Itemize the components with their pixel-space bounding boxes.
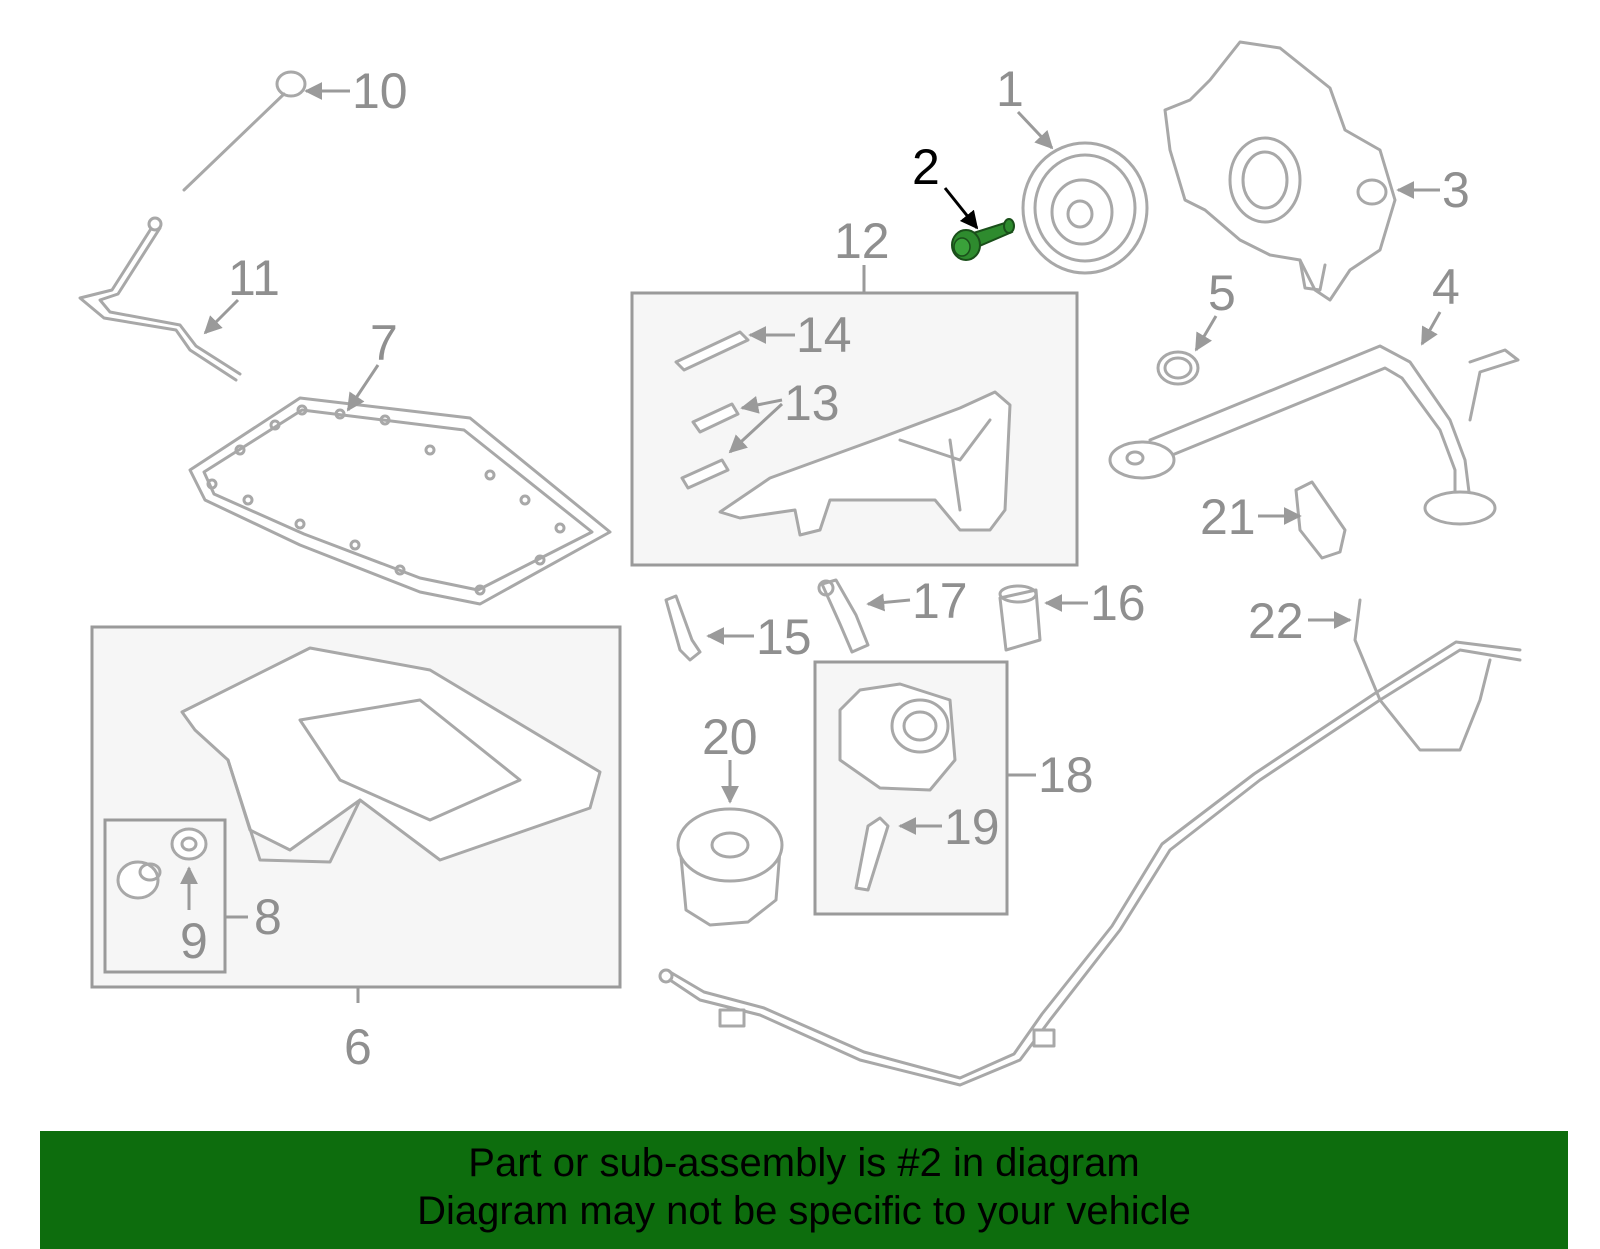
part-6-oil-pan	[180, 646, 602, 864]
callout-7: 7	[370, 315, 398, 371]
callout-17: 17	[912, 573, 968, 629]
part-19-adapter	[854, 816, 890, 892]
part-18-oil-cooler	[838, 682, 957, 792]
part-8-drain-plug	[116, 860, 162, 900]
callout-1: 1	[996, 61, 1024, 117]
callout-16: 16	[1090, 575, 1146, 631]
callout-8: 8	[254, 889, 282, 945]
part-10-dipstick	[182, 70, 307, 192]
part-15-sensor	[664, 594, 702, 662]
callout-14: 14	[796, 307, 852, 363]
part-17-pressure-switch	[817, 578, 870, 654]
part-1-pulley	[1021, 141, 1149, 275]
parts-diagram: 10 11 7 1 2 3 4 5 12 14 13 15 17 16 20 1…	[78, 40, 1522, 1087]
part-9-washer	[170, 827, 208, 861]
part-2-bolt	[951, 218, 1015, 261]
callout-20: 20	[702, 709, 758, 765]
part-3-oil-pump	[1163, 40, 1397, 302]
part-16-plug	[998, 584, 1042, 652]
callout-11: 11	[228, 250, 280, 306]
part-22-wiring-harness	[658, 598, 1522, 1087]
part-5-o-ring-inner	[1163, 356, 1193, 380]
callout-5: 5	[1208, 265, 1236, 321]
info-banner: Part or sub-assembly is #2 in diagram Di…	[40, 1131, 1568, 1249]
part-21-connector	[1294, 480, 1347, 560]
leaders	[180, 82, 1442, 1003]
callout-15: 15	[756, 609, 812, 665]
callout-12: 12	[834, 213, 890, 269]
callout-10: 10	[352, 63, 408, 119]
part-7-pan-gasket	[188, 396, 612, 606]
callout-18: 18	[1038, 747, 1094, 803]
callout-22: 22	[1248, 593, 1304, 649]
part-5-o-ring	[1156, 350, 1200, 386]
callout-21: 21	[1200, 489, 1256, 545]
banner-disclaimer-line: Diagram may not be specific to your vehi…	[417, 1189, 1191, 1233]
banner-part-line: Part or sub-assembly is #2 in diagram	[468, 1141, 1140, 1185]
part-12-windage-tray	[718, 390, 1012, 537]
callout-13: 13	[784, 375, 840, 431]
callout-2: 2	[912, 139, 940, 195]
callout-9: 9	[180, 913, 208, 969]
part-13-seals	[680, 402, 740, 490]
part-11-dipstick-tube	[78, 216, 242, 382]
callout-4: 4	[1432, 259, 1460, 315]
callout-6: 6	[344, 1019, 372, 1075]
part-14-seal	[674, 330, 750, 372]
part-20-oil-filter	[676, 807, 784, 927]
callout-19: 19	[944, 799, 1000, 855]
callout-3: 3	[1442, 162, 1470, 218]
part-4-pickup-tube	[1108, 344, 1520, 526]
